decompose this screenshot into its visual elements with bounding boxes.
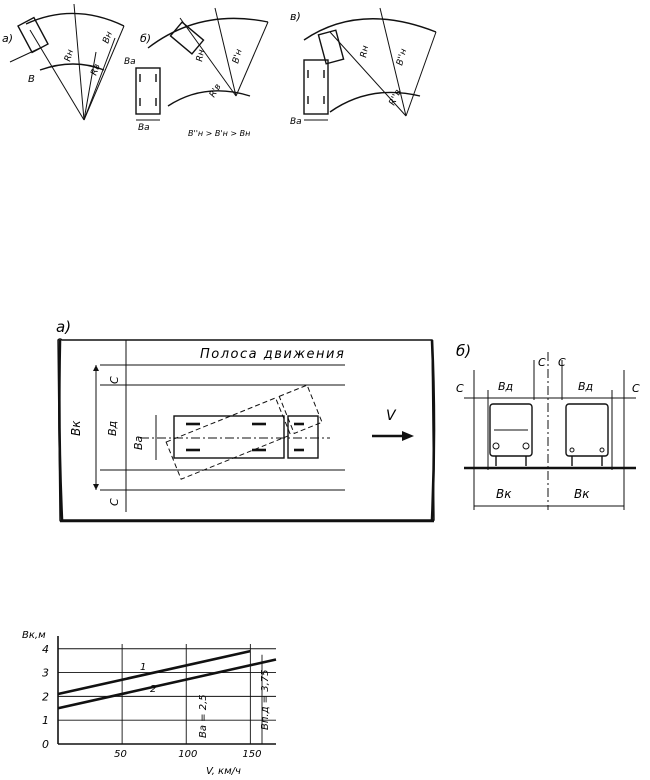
cross-Bd-right: Bд bbox=[578, 380, 593, 393]
lane-Ba: Bа bbox=[132, 435, 145, 450]
lane-C-top: C bbox=[108, 376, 121, 384]
label-v-Bn: B''н bbox=[395, 48, 409, 67]
turning-diagram-a: а) B Rн Rв Bн bbox=[2, 3, 125, 121]
lane-width-chart: Bк,м V, км/ч Bа = 2,5 Bп.д = 3,75 012345… bbox=[22, 630, 277, 777]
chart-xlabel: V, км/ч bbox=[206, 766, 241, 777]
formula-b: B''н > B'н > Bн bbox=[188, 129, 250, 138]
series-line-1 bbox=[57, 649, 251, 696]
cross-Bd-left: Bд bbox=[498, 380, 513, 393]
lane-Bk: Bк bbox=[69, 420, 83, 436]
cross-Bk-left: Bк bbox=[496, 487, 512, 501]
turning-diagram-v: в) Bа Rн B''н R''в bbox=[290, 7, 437, 127]
cross-Bk-right: Bк bbox=[574, 487, 590, 501]
lane-label-b: б) bbox=[456, 342, 471, 360]
label-a: а) bbox=[2, 32, 13, 45]
label-b-Rn: Rн bbox=[195, 49, 207, 63]
y-tick-label: 4 bbox=[42, 643, 49, 656]
label-a-Bn: Bн bbox=[101, 30, 115, 45]
series-line-2 bbox=[57, 658, 277, 710]
lane-plan-diagram: а) Полоса движения Bк C Bд C Bа bbox=[56, 318, 436, 523]
label-a-B: B bbox=[28, 74, 35, 85]
lane-title: Полоса движения bbox=[200, 347, 345, 362]
chart-ylabel: Bк,м bbox=[22, 630, 46, 641]
lane-cross-section: б) C C C C Bд Bд Bк Bк bbox=[456, 342, 640, 510]
y-tick-label: 0 bbox=[42, 738, 49, 751]
x-tick-label: 100 bbox=[178, 749, 197, 760]
turning-diagram-b: б) Bа Bа Rн B'н R'в B''н > B'н > Bн bbox=[124, 7, 269, 138]
label-b-Ba: Bа bbox=[124, 57, 136, 67]
lane-C-bottom: C bbox=[108, 498, 121, 506]
series-label-1: 1 bbox=[140, 662, 146, 673]
label-b-R2: R'в bbox=[208, 82, 224, 99]
chart-annotation-ba: Bа = 2,5 bbox=[198, 694, 209, 738]
lane-label-a: а) bbox=[56, 318, 71, 336]
y-tick-label: 3 bbox=[42, 667, 49, 680]
lane-V: V bbox=[386, 408, 397, 424]
series-label-2: 2 bbox=[150, 684, 156, 695]
label-a-Rn: Rн bbox=[63, 48, 76, 62]
y-tick-label: 1 bbox=[42, 714, 49, 727]
cross-C-left: C bbox=[456, 382, 464, 395]
label-v-Bbot: Bа bbox=[290, 117, 302, 127]
cross-C-mid1: C bbox=[538, 356, 546, 369]
label-v-Rn: Rн bbox=[359, 45, 371, 59]
label-b-Bbot: Bа bbox=[138, 123, 150, 133]
chart-annotation-bpd: Bп.д = 3,75 bbox=[260, 670, 271, 731]
x-tick-label: 50 bbox=[114, 749, 127, 760]
label-a-Rb: Rв bbox=[89, 63, 102, 77]
label-b: б) bbox=[140, 32, 151, 45]
cross-C-right: C bbox=[632, 382, 640, 395]
x-tick-label: 150 bbox=[242, 749, 261, 760]
y-tick-label: 2 bbox=[42, 690, 49, 703]
label-v: в) bbox=[290, 10, 301, 23]
label-b-Bn: B'н bbox=[231, 48, 244, 65]
lane-Bd: Bд bbox=[106, 421, 119, 436]
